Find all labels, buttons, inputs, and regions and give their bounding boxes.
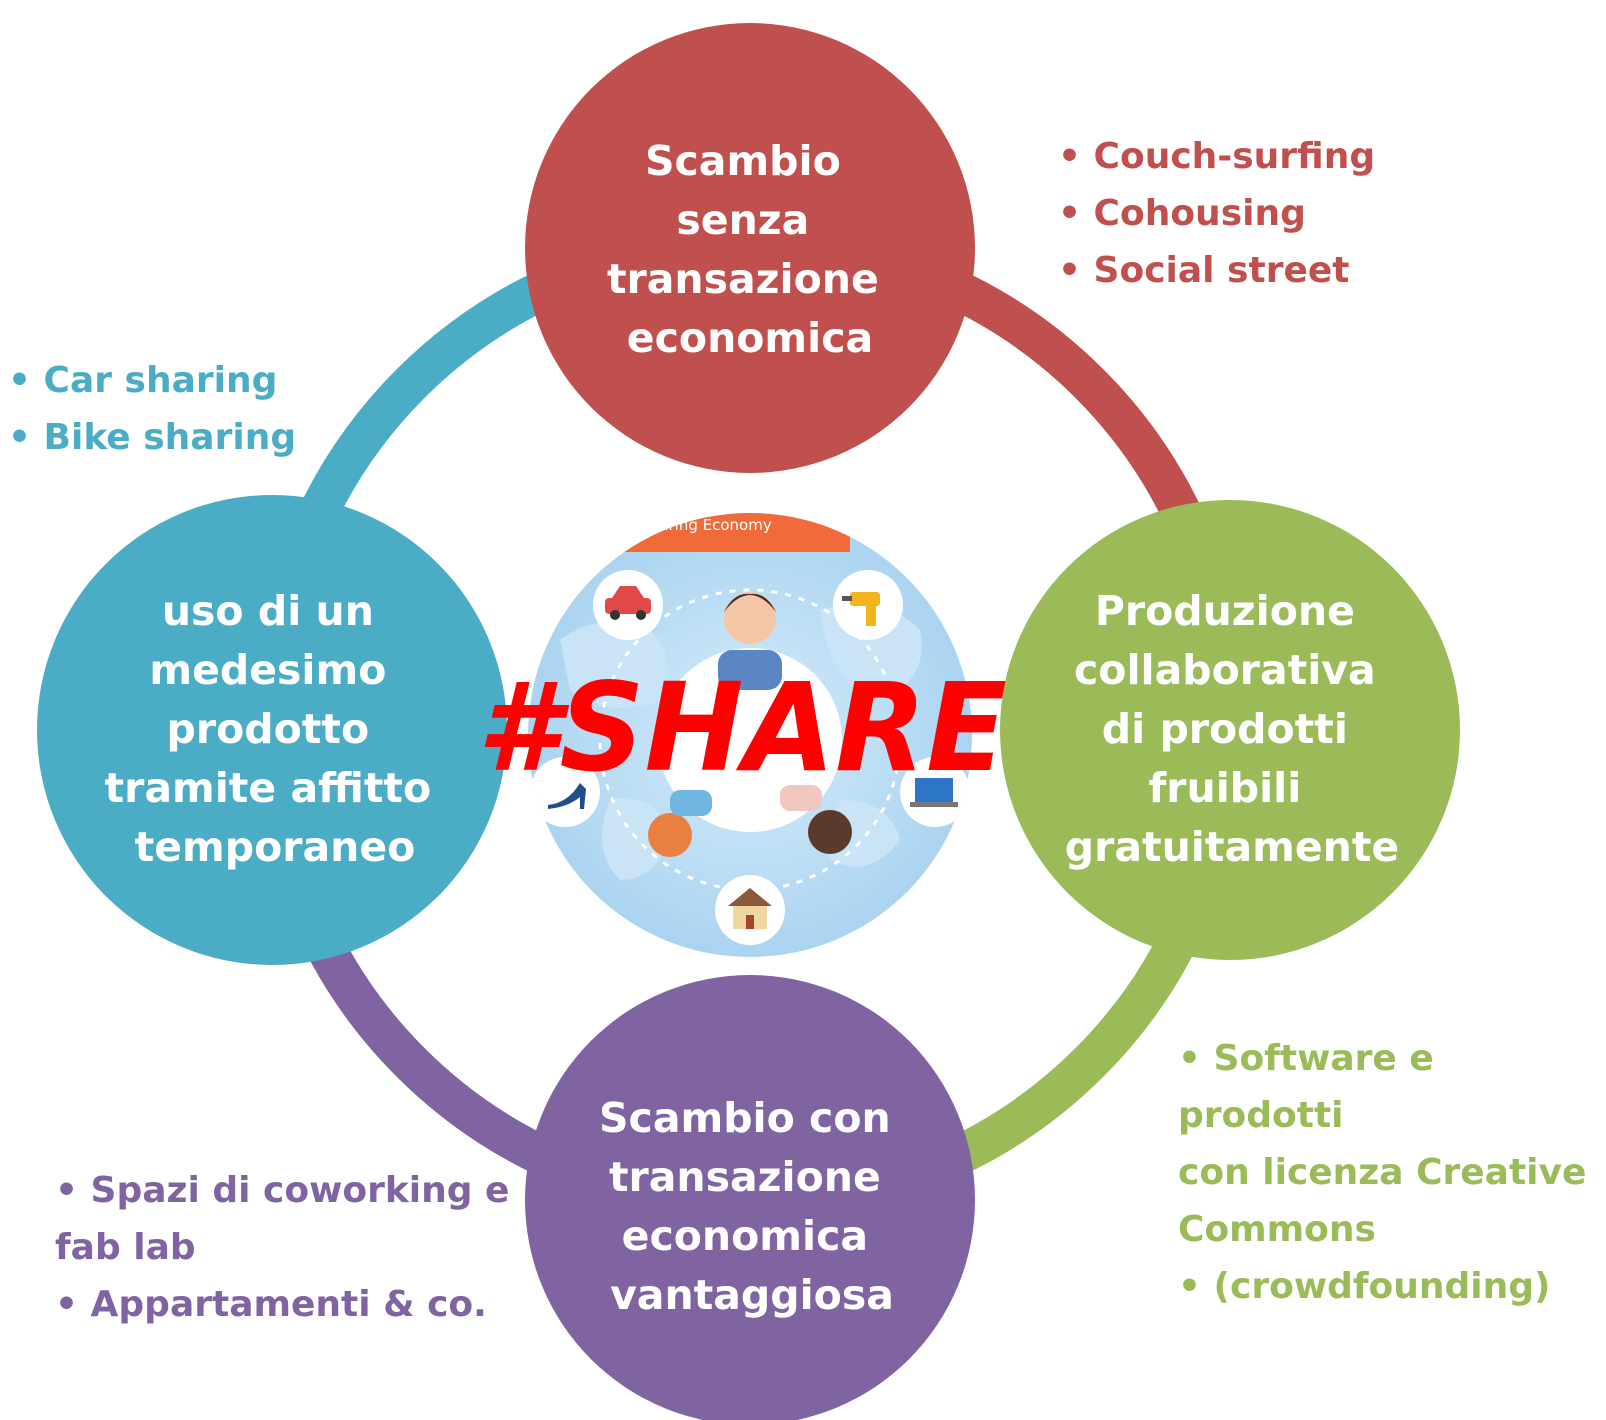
bullet-item: Couch-surfing	[1058, 128, 1376, 185]
people-around-icon	[648, 785, 852, 857]
person-icon	[718, 592, 782, 690]
node-bottom-line: Scambio con	[599, 1094, 891, 1142]
bullet-item: • Software e prodotti	[1178, 1030, 1598, 1144]
node-top-line: Scambio	[645, 137, 841, 185]
node-right-text: Produzione collaborativa di prodotti fru…	[1065, 587, 1399, 871]
bullet-item: • (crowdfounding)	[1178, 1258, 1598, 1315]
bullets-bottom-right: • Software e prodotti con licenza Creati…	[1178, 1030, 1598, 1315]
bullet-dot: •	[1178, 1266, 1214, 1307]
bullet-continuation: fab lab	[55, 1227, 196, 1268]
bullets-top-right: Couch-surfing Cohousing Social street	[1058, 128, 1376, 299]
node-bottom-line: economica	[622, 1212, 868, 1260]
bullet-continuation: Commons	[1178, 1209, 1376, 1250]
node-right-line: Produzione	[1095, 587, 1355, 635]
bullet-text: Software e prodotti	[1178, 1038, 1434, 1136]
laptop-icon	[900, 757, 970, 827]
node-top-circle	[525, 23, 975, 473]
node-top-line: economica	[627, 314, 873, 362]
node-bottom-line: transazione	[609, 1153, 881, 1201]
node-bottom-text: Scambio con transazione economica vantag…	[599, 1094, 905, 1319]
node-bottom-line: vantaggiosa	[610, 1271, 894, 1319]
node-right-line: fruibili	[1148, 764, 1301, 812]
node-top-line: transazione	[607, 255, 879, 303]
bullet-text: Spazi di coworking e	[90, 1170, 510, 1211]
bullets-top-left: Car sharing Bike sharing	[8, 352, 297, 466]
bullet-item: Cohousing	[1058, 185, 1375, 242]
high-heel-icon	[530, 757, 600, 827]
bullet-item: Social street	[1058, 242, 1375, 299]
bullet-item: Car sharing	[8, 352, 296, 409]
node-right-line: gratuitamente	[1065, 823, 1399, 871]
node-left-text: uso di un medesimo prodotto tramite affi…	[105, 587, 446, 871]
node-left-line: tramite affitto	[105, 764, 432, 812]
node-left-circle	[37, 495, 507, 965]
node-right-circle	[1000, 500, 1460, 960]
bullet-text: Appartamenti & co.	[90, 1284, 487, 1325]
bullet-text: (crowdfounding)	[1213, 1266, 1551, 1307]
banner-text: Sharing Economy	[640, 516, 772, 534]
bullet-continuation: con licenza Creative	[1178, 1152, 1587, 1193]
node-left-line: prodotto	[167, 705, 370, 753]
node-right-line: di prodotti	[1102, 705, 1348, 753]
node-top-line: senza	[676, 196, 809, 244]
node-left-line: temporaneo	[135, 823, 416, 871]
node-bottom-circle	[525, 975, 975, 1420]
bullet-dot: •	[55, 1284, 91, 1325]
node-right-line: collaborativa	[1074, 646, 1376, 694]
sharing-economy-illustration	[528, 513, 972, 957]
node-left-line: uso di un	[162, 587, 374, 635]
bullet-item: • Spazi di coworking e	[55, 1162, 515, 1219]
car-icon	[593, 570, 663, 640]
node-top-text: Scambio senza transazione economica	[607, 137, 893, 362]
bullet-item: Bike sharing	[8, 409, 297, 466]
bullets-bottom-left: • Spazi di coworking e fab lab • Apparta…	[55, 1162, 515, 1333]
bullet-dot: •	[55, 1170, 91, 1211]
house-icon	[715, 875, 785, 945]
bullet-dot: •	[1178, 1038, 1214, 1079]
bullet-item: • Appartamenti & co.	[55, 1276, 515, 1333]
share-hashtag: #SHARE	[477, 657, 1007, 799]
node-left-line: medesimo	[149, 646, 386, 694]
drill-icon	[833, 570, 903, 640]
